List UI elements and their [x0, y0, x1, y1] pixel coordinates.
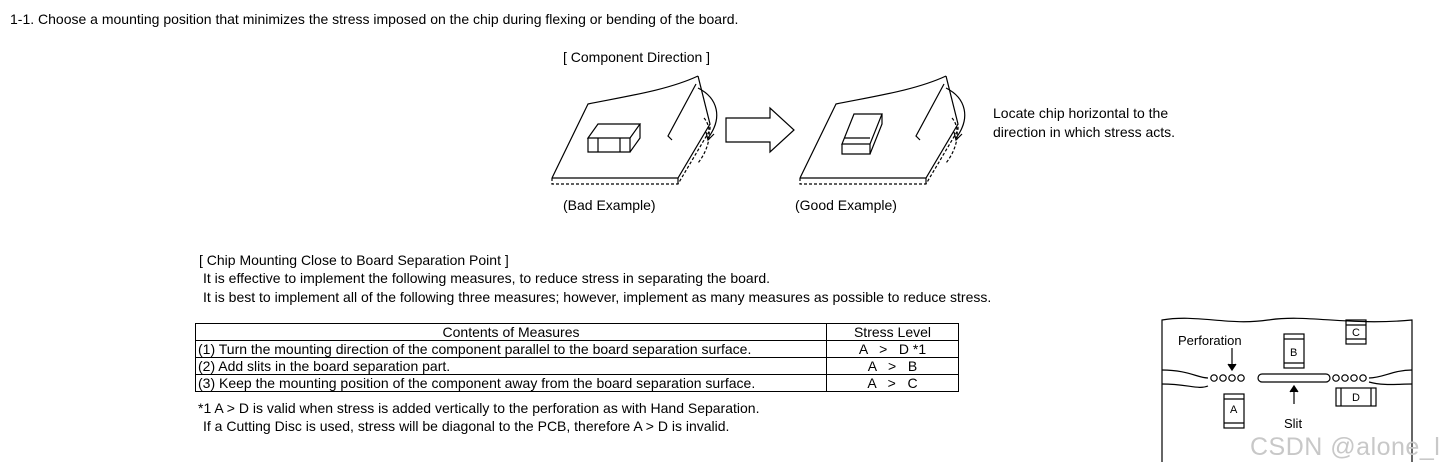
- direction-note: Locate chip horizontal to the direction …: [993, 105, 1176, 140]
- table-row: (1) Turn the mounting direction of the c…: [195, 340, 959, 358]
- label-a: A: [1230, 404, 1238, 416]
- perforation-diagram: Perforation Slit A B C D: [1161, 317, 1413, 462]
- separation-title: [ Chip Mounting Close to Board Separatio…: [199, 252, 509, 268]
- section-heading: 1-1. Choose a mounting position that min…: [10, 11, 739, 27]
- good-example-board: [799, 75, 966, 185]
- slit-label: Slit: [1284, 416, 1302, 431]
- stress-cell: A > C: [826, 374, 959, 392]
- good-example-caption: (Good Example): [795, 197, 897, 213]
- transition-arrow: [725, 106, 795, 154]
- header-stress-level: Stress Level: [826, 323, 959, 341]
- label-d: D: [1352, 392, 1360, 404]
- separation-paragraph-1: It is effective to implement the followi…: [203, 270, 771, 286]
- measure-cell: (1) Turn the mounting direction of the c…: [195, 340, 827, 358]
- label-c: C: [1352, 327, 1360, 339]
- good-chip: [841, 113, 883, 155]
- bad-example-caption: (Bad Example): [563, 197, 656, 213]
- measures-table: Contents of Measures Stress Level (1) Tu…: [195, 323, 959, 392]
- label-b: B: [1290, 347, 1297, 359]
- component-direction-title: [ Component Direction ]: [563, 49, 711, 65]
- perforation-label: Perforation: [1178, 333, 1242, 348]
- stress-cell: A > D *1: [826, 340, 959, 358]
- watermark: CSDN @alone_l: [1250, 433, 1440, 461]
- table-row: (3) Keep the mounting position of the co…: [195, 374, 959, 392]
- footnote-2: If a Cutting Disc is used, stress will b…: [203, 418, 730, 434]
- bad-example-board: [551, 75, 718, 185]
- table-row: (2) Add slits in the board separation pa…: [195, 357, 959, 375]
- component-direction-figure: [551, 75, 966, 185]
- measure-cell: (3) Keep the mounting position of the co…: [195, 374, 827, 392]
- table-header-row: Contents of Measures Stress Level: [195, 323, 959, 341]
- header-contents: Contents of Measures: [195, 323, 827, 341]
- stress-cell: A > B: [826, 357, 959, 375]
- footnote-1: *1 A > D is valid when stress is added v…: [198, 400, 760, 416]
- measure-cell: (2) Add slits in the board separation pa…: [195, 357, 827, 375]
- bad-chip: [586, 123, 642, 153]
- separation-paragraph-2: It is best to implement all of the follo…: [203, 289, 992, 305]
